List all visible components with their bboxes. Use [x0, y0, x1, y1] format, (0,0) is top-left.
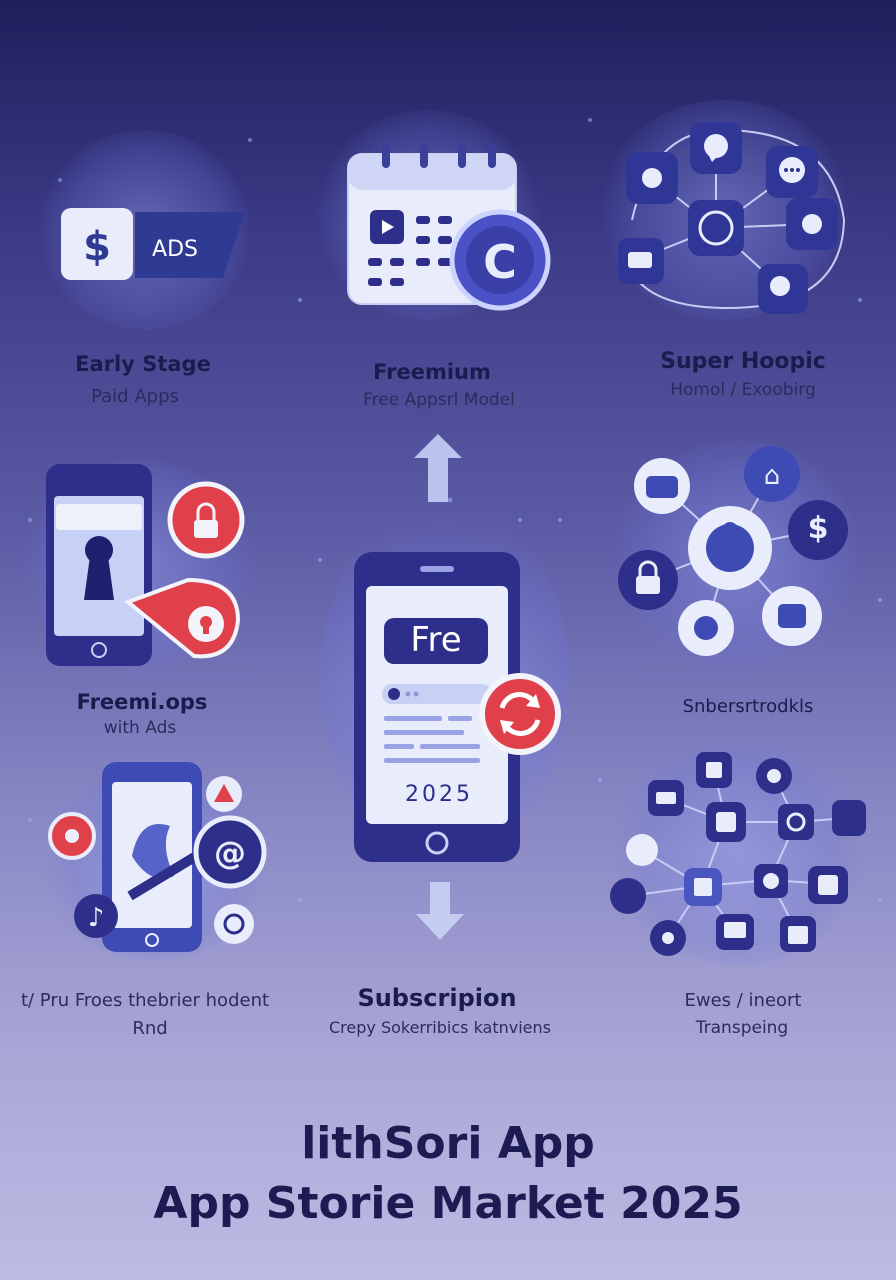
lock-icon	[636, 576, 660, 594]
ewes-subtitle: Transpeing	[695, 1018, 789, 1038]
refresh-icon	[499, 692, 537, 709]
dollar-icon: $	[83, 224, 111, 270]
ewes-network	[610, 752, 866, 956]
early-stage-title: Early Stage	[75, 352, 211, 376]
center-phone-headline: Fre	[410, 620, 462, 660]
locked-phone-illustration	[46, 464, 245, 666]
subscription-title: Subscripion	[357, 984, 517, 1012]
footer-title-line1: lithSori App	[301, 1118, 595, 1169]
center-phone	[354, 552, 561, 862]
super-hoopic-subtitle: Homol / Exoobirg	[670, 380, 816, 400]
sync-icon: C	[483, 235, 517, 289]
freemiops-title: Freemi.ops	[76, 690, 208, 714]
pru-froes-subtitle: Rnd	[132, 1018, 168, 1039]
super-hoopic-network	[618, 122, 846, 314]
up-arrow-icon	[414, 434, 462, 502]
calendar-illustration: C	[347, 144, 551, 311]
mail-icon	[724, 922, 746, 938]
subscriptions-right-network: ⌂ $	[618, 446, 848, 656]
early-stage-subtitle: Paid Apps	[91, 386, 179, 407]
super-hoopic-title: Super Hoopic	[660, 349, 826, 374]
padlock-icon	[194, 520, 218, 538]
footer-title-line2: App Storie Market 2025	[153, 1178, 743, 1229]
down-arrow-icon	[416, 882, 464, 940]
freemium-subtitle: Free Appsrl Model	[363, 390, 515, 410]
ewes-title: Ewes / ineort	[684, 990, 802, 1011]
center-phone-year: 2025	[405, 782, 473, 807]
social-phone-illustration: @ ♪	[48, 762, 267, 952]
at-icon: @	[214, 834, 246, 872]
warning-icon	[214, 784, 234, 802]
subscription-subtitle: Crepy Sokerribics katnviens	[328, 1018, 551, 1037]
svg-text:⌂: ⌂	[764, 461, 781, 491]
pru-froes-title: t/ Pru Froes thebrier hodent	[20, 990, 270, 1011]
ads-badge-text: ADS	[152, 237, 198, 262]
subscriptions-right-title: Snbersrtrodkls	[682, 696, 814, 717]
play-icon	[382, 220, 394, 234]
freemiops-subtitle: with Ads	[103, 718, 177, 738]
music-icon: ♪	[88, 903, 105, 933]
early-stage-illustration: $ ADS	[61, 208, 245, 280]
dollar-coin-icon: $	[808, 511, 829, 546]
bird-icon	[132, 824, 174, 879]
freemium-title: Freemium	[373, 360, 491, 384]
